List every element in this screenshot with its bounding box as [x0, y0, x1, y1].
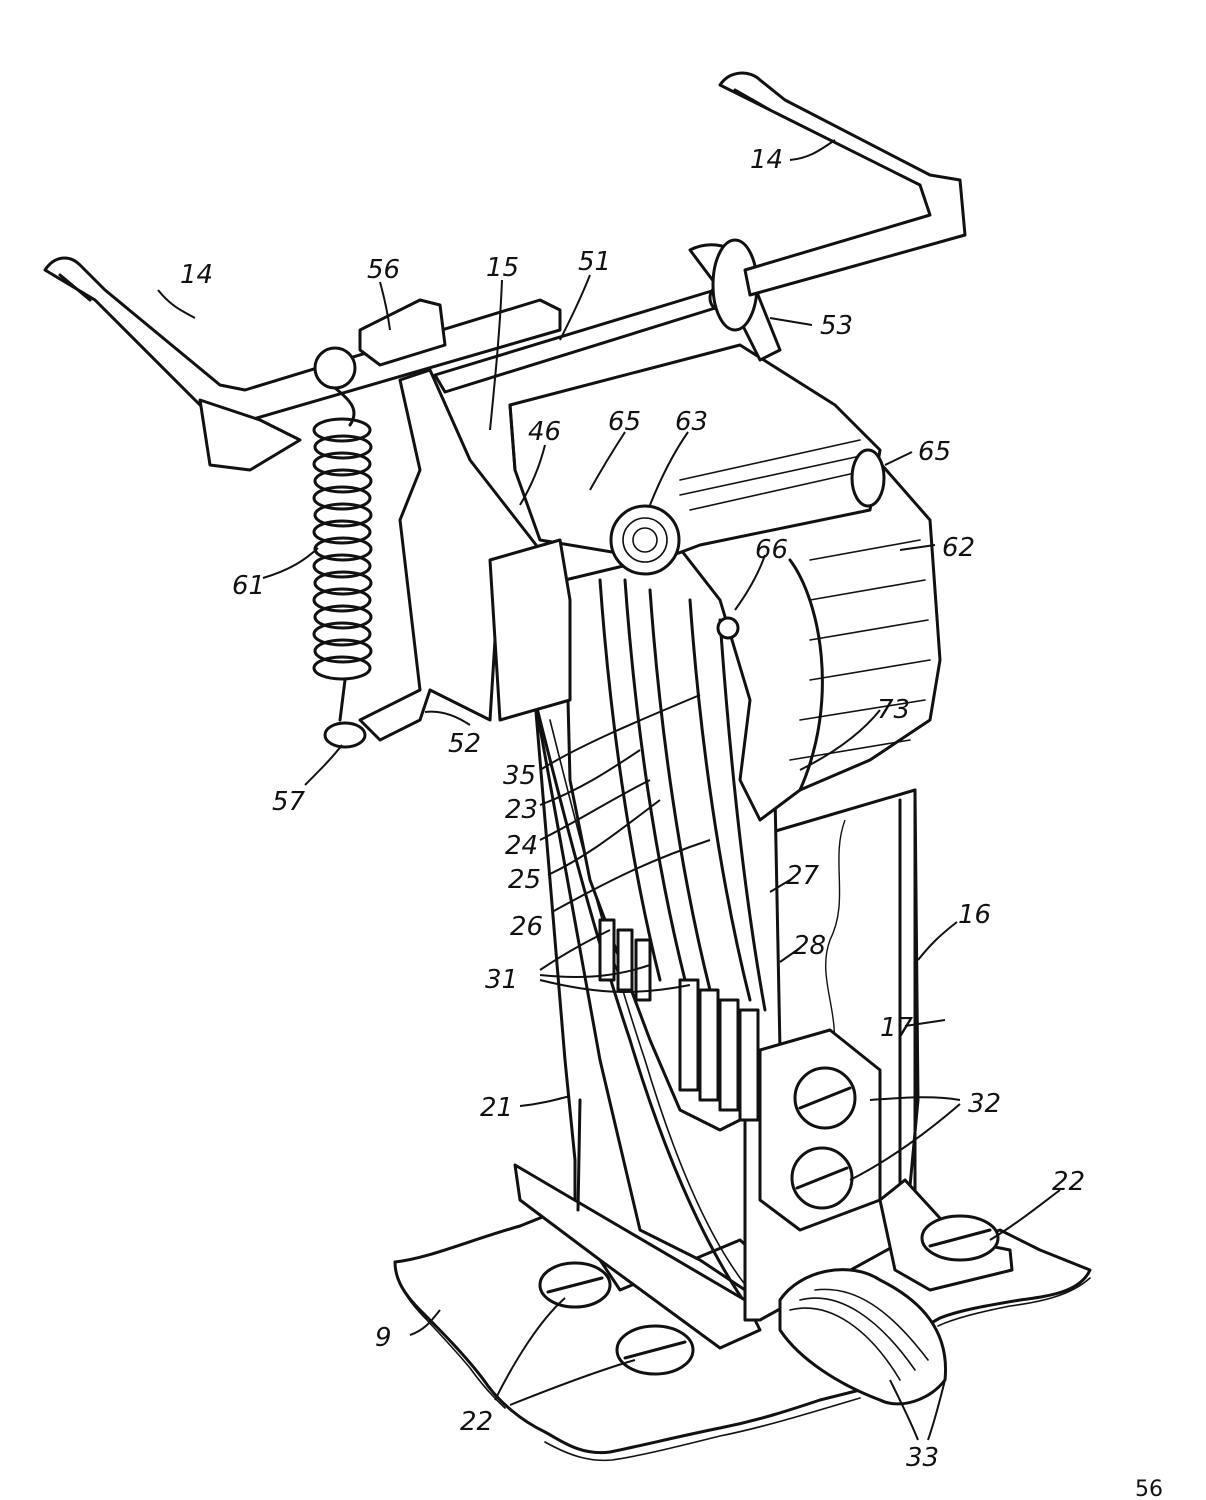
spring-coil: [313, 502, 373, 528]
label-23: 23: [505, 795, 538, 825]
label-17: 17: [880, 1013, 914, 1043]
label-32: 32: [968, 1089, 1001, 1119]
spring-coil: [312, 485, 372, 511]
spring-coil: [313, 570, 373, 596]
label-73: 73: [877, 695, 910, 725]
spring-coil: [313, 638, 373, 664]
label-46: 46: [528, 417, 561, 447]
label-9: 9: [375, 1323, 392, 1353]
spring-coil: [313, 434, 373, 460]
spring-coil: [312, 519, 372, 545]
bracket-21: [513, 698, 762, 1350]
label-35: 35: [503, 761, 536, 791]
label-65-left: 65: [608, 407, 641, 437]
label-52: 52: [448, 729, 481, 759]
label-66: 66: [755, 535, 788, 565]
spring-coil: [312, 553, 372, 579]
label-31: 31: [485, 965, 518, 995]
spring-coil: [313, 536, 373, 562]
screws-32: [790, 1066, 857, 1210]
label-62: 62: [942, 533, 975, 563]
label-14-right: 14: [750, 145, 783, 175]
label-25: 25: [508, 865, 541, 895]
label-57: 57: [272, 787, 306, 817]
label-27: 27: [786, 861, 820, 891]
spring-coil: [312, 587, 372, 613]
leader-lines: [157, 139, 1061, 1441]
spring-coil: [313, 468, 373, 494]
label-53: 53: [820, 311, 853, 341]
label-24: 24: [505, 831, 538, 861]
frame-14: [43, 71, 967, 472]
spring-coil: [312, 621, 372, 647]
spring-61: [312, 346, 373, 749]
label-61: 61: [232, 571, 265, 601]
bracket-52: [358, 298, 572, 742]
label-21: 21: [480, 1093, 513, 1123]
label-51: 51: [578, 247, 611, 277]
label-14-left: 14: [180, 260, 213, 290]
cable-33: [778, 1268, 948, 1406]
pivot-block: [508, 343, 886, 576]
label-22-left: 22: [460, 1407, 493, 1437]
label-15: 15: [486, 253, 519, 283]
spring-coil: [312, 655, 372, 681]
contact-fingers: [598, 918, 760, 1122]
shaft-51: [433, 238, 782, 394]
corner-mark: 56: [1135, 1477, 1163, 1500]
label-65-right: 65: [918, 437, 951, 467]
label-28: 28: [793, 931, 826, 961]
label-56: 56: [367, 255, 400, 285]
label-22-right: 22: [1052, 1167, 1085, 1197]
spring-coil: [312, 451, 372, 477]
spring-coil: [313, 604, 373, 630]
label-26: 26: [510, 912, 543, 942]
label-63: 63: [675, 407, 708, 437]
spring-coil: [312, 417, 372, 443]
screws-22: [538, 1214, 1000, 1376]
label-16: 16: [958, 900, 991, 930]
label-33: 33: [906, 1443, 939, 1473]
reference-numerals: 14 14 56 15 51 53 46 65 63 65 66 62 61 5…: [180, 145, 1085, 1473]
